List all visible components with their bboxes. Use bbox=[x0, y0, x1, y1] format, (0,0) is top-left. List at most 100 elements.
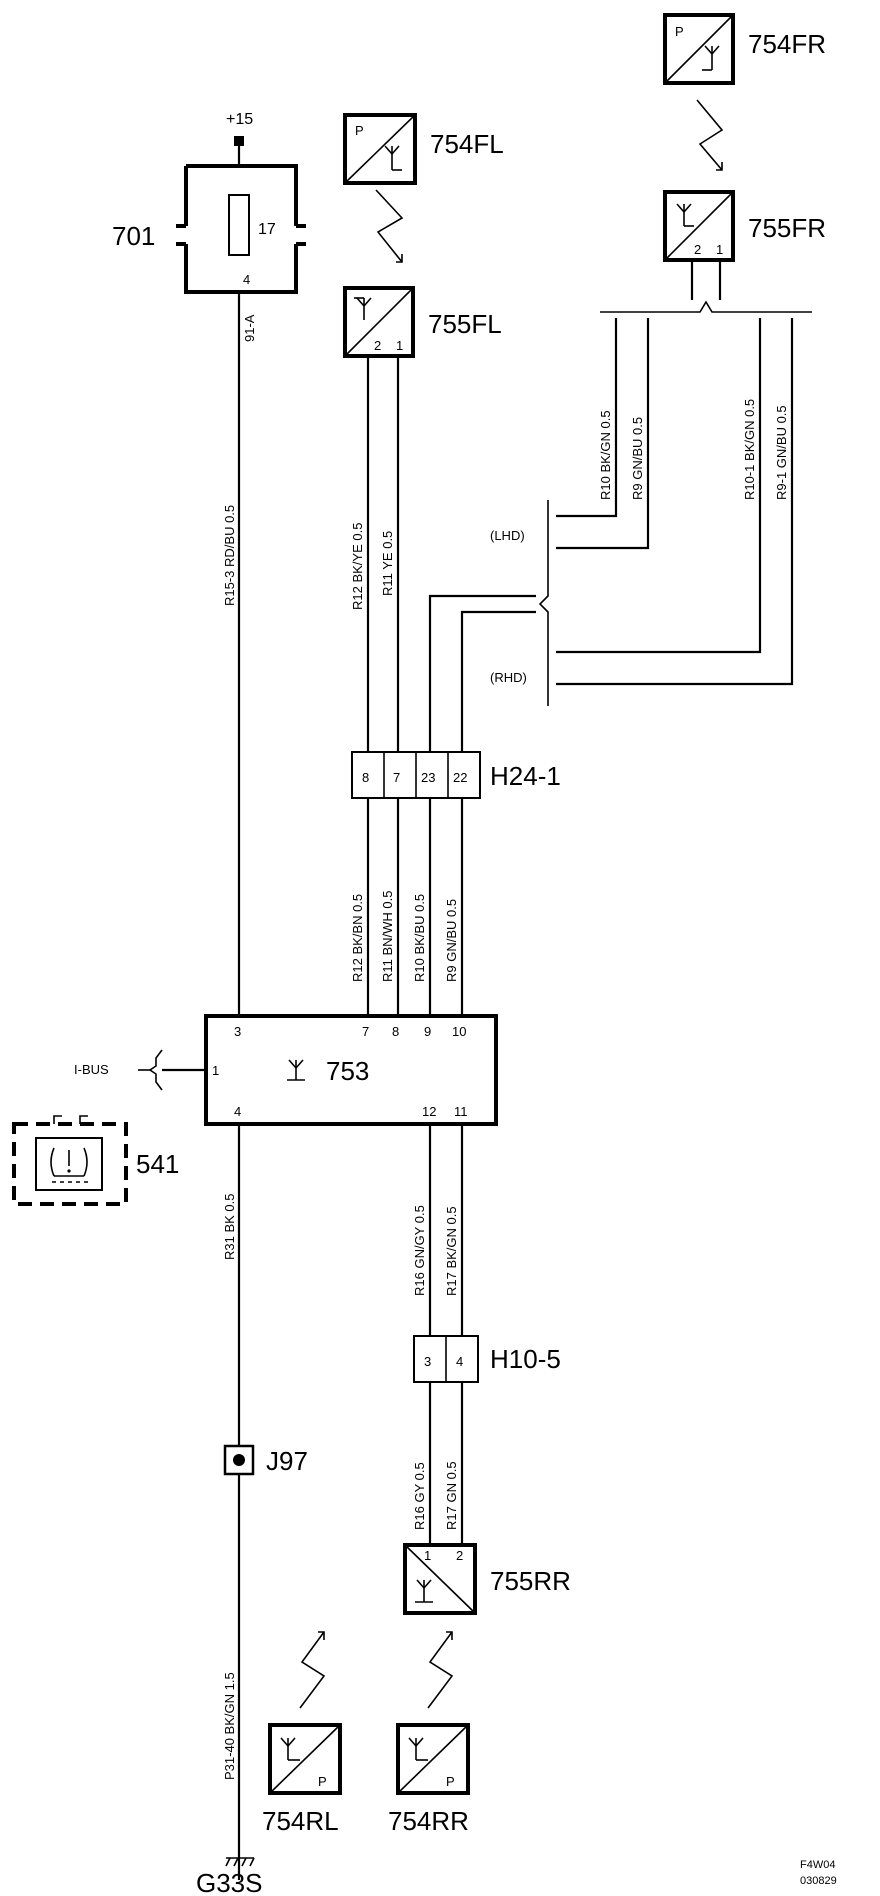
wire-label-r31: R31 BK 0.5 bbox=[222, 1194, 237, 1261]
wire-label-r10-mid: R10 BK/BU 0.5 bbox=[412, 894, 427, 982]
wire-label-r15-3: R15-3 RD/BU 0.5 bbox=[222, 505, 237, 606]
sensor-755fl: 2 1 bbox=[343, 286, 415, 358]
module-pin-11: 11 bbox=[454, 1104, 468, 1119]
sensor-755rr-pin1: 1 bbox=[424, 1548, 431, 1563]
footer-date: 030829 bbox=[800, 1875, 837, 1887]
module-pin-10: 10 bbox=[452, 1024, 466, 1039]
fuse-ref: 91-A bbox=[242, 314, 257, 342]
ibus-brace bbox=[148, 1049, 163, 1091]
tire-pressure-icon bbox=[50, 1147, 88, 1183]
brace-755fr bbox=[600, 300, 812, 313]
wire-label-r16-mid: R16 GN/GY 0.5 bbox=[412, 1205, 427, 1296]
rhd-label: (RHD) bbox=[490, 670, 527, 685]
sensor-754fr-p: P bbox=[675, 24, 684, 39]
antenna-icon bbox=[408, 1737, 428, 1761]
module-pin-1: 1 bbox=[212, 1063, 219, 1078]
wire-r10-1 bbox=[556, 318, 762, 654]
wire-label-r11-top: R11 YE 0.5 bbox=[380, 531, 395, 596]
wire-r9-1 bbox=[556, 318, 794, 686]
sensor-754rl: P bbox=[268, 1723, 342, 1795]
fuse-number: 17 bbox=[258, 221, 276, 238]
sensor-755fr-label: 755FR bbox=[748, 213, 826, 243]
wire-to-h24-pin22 bbox=[460, 610, 536, 752]
sensor-755fl-label: 755FL bbox=[428, 309, 502, 339]
h24-pin-23: 23 bbox=[421, 770, 435, 785]
wire-label-p31-40: P31-40 BK/GN 1.5 bbox=[222, 1672, 237, 1780]
indicator-541-label: 541 bbox=[136, 1149, 179, 1179]
ground-label: G33S bbox=[196, 1868, 263, 1896]
sensor-755rr: 1 2 bbox=[403, 1543, 477, 1615]
antenna-icon bbox=[676, 203, 694, 227]
indicator-541 bbox=[12, 1115, 128, 1206]
wire-label-r17-low: R17 GN 0.5 bbox=[444, 1461, 459, 1530]
sensor-755fl-pin1: 1 bbox=[396, 338, 403, 353]
wire-label-r9-1: R9-1 GN/BU 0.5 bbox=[774, 405, 789, 500]
sensor-755rr-pin2: 2 bbox=[456, 1548, 463, 1563]
antenna-icon bbox=[280, 1737, 300, 1761]
wire-label-r10-fr: R10 BK/GN 0.5 bbox=[598, 410, 613, 500]
wire-label-r12-mid: R12 BK/BN 0.5 bbox=[350, 894, 365, 982]
sensor-754rr-label: 754RR bbox=[388, 1806, 469, 1836]
connector-h10-5: 3 4 bbox=[413, 1335, 479, 1383]
connector-h10-5-label: H10-5 bbox=[490, 1344, 561, 1374]
radio-link-rr bbox=[427, 1631, 454, 1709]
sensor-755rr-label: 755RR bbox=[490, 1566, 571, 1596]
connector-h24-1: 8 7 23 22 bbox=[351, 751, 481, 799]
sensor-754rr: P bbox=[396, 1723, 470, 1795]
footer-code: F4W04 bbox=[800, 1859, 835, 1871]
sensor-755fl-pin2: 2 bbox=[374, 338, 381, 353]
brace-lhd-rhd bbox=[538, 500, 549, 706]
module-pin-12: 12 bbox=[422, 1104, 436, 1119]
fuse-box-701 bbox=[176, 164, 306, 294]
h24-pin-22: 22 bbox=[453, 770, 467, 785]
wire-label-r9-fr: R9 GN/BU 0.5 bbox=[630, 417, 645, 500]
ground-icon bbox=[225, 1857, 255, 1867]
splice-j97 bbox=[223, 1444, 255, 1476]
antenna-icon bbox=[354, 297, 372, 320]
fuse-box-id: 701 bbox=[112, 221, 155, 251]
wire-to-h24-pin23 bbox=[428, 594, 536, 752]
antenna-icon bbox=[384, 145, 402, 171]
connector-h24-1-label: H24-1 bbox=[490, 761, 561, 791]
lhd-label: (LHD) bbox=[490, 528, 525, 543]
splice-dot-icon bbox=[233, 1454, 245, 1466]
sensor-754fr-label: 754FR bbox=[748, 29, 826, 59]
module-pin-8: 8 bbox=[392, 1024, 399, 1039]
h24-pin-8: 8 bbox=[362, 770, 369, 785]
sensor-754rl-label: 754RL bbox=[262, 1806, 339, 1836]
radio-link-fr bbox=[696, 99, 724, 171]
h10-pin-3: 3 bbox=[424, 1354, 431, 1369]
antenna-icon bbox=[287, 1059, 305, 1081]
sensor-754fl-p: P bbox=[355, 123, 364, 138]
splice-j97-label: J97 bbox=[266, 1446, 308, 1476]
wire-r10-fr bbox=[556, 318, 618, 518]
module-pin-7: 7 bbox=[362, 1024, 369, 1039]
wire-label-r11-mid: R11 BN/WH 0.5 bbox=[380, 890, 395, 982]
sensor-754rl-p: P bbox=[318, 1774, 327, 1789]
fuse-icon bbox=[228, 194, 250, 256]
module-753-label: 753 bbox=[326, 1056, 369, 1086]
wire-label-r17-mid: R17 BK/GN 0.5 bbox=[444, 1206, 459, 1296]
ibus-label: I-BUS bbox=[74, 1062, 109, 1077]
radio-link-fl bbox=[375, 189, 404, 263]
module-pin-9: 9 bbox=[424, 1024, 431, 1039]
sensor-754fl-label: 754FL bbox=[430, 129, 504, 159]
sensor-754rr-p: P bbox=[446, 1774, 455, 1789]
h24-pin-7: 7 bbox=[393, 770, 400, 785]
fuse-pin: 4 bbox=[243, 272, 250, 287]
h10-pin-4: 4 bbox=[456, 1354, 463, 1369]
sensor-754fl: P bbox=[343, 113, 417, 185]
sensor-755fr-pin1: 1 bbox=[716, 242, 723, 257]
antenna-icon bbox=[415, 1579, 433, 1603]
antenna-icon bbox=[702, 45, 720, 71]
sensor-754fr: P bbox=[663, 13, 735, 85]
wire-r9-fr bbox=[556, 318, 650, 550]
wire-label-r9-mid: R9 GN/BU 0.5 bbox=[444, 899, 459, 982]
module-pin-3: 3 bbox=[234, 1024, 241, 1039]
wire-label-r10-1: R10-1 BK/GN 0.5 bbox=[742, 399, 757, 500]
sensor-755fr: 2 1 bbox=[663, 190, 735, 262]
supply-label: +15 bbox=[226, 111, 253, 128]
supply-terminal bbox=[234, 136, 244, 146]
wire-label-r12-top: R12 BK/YE 0.5 bbox=[350, 523, 365, 610]
